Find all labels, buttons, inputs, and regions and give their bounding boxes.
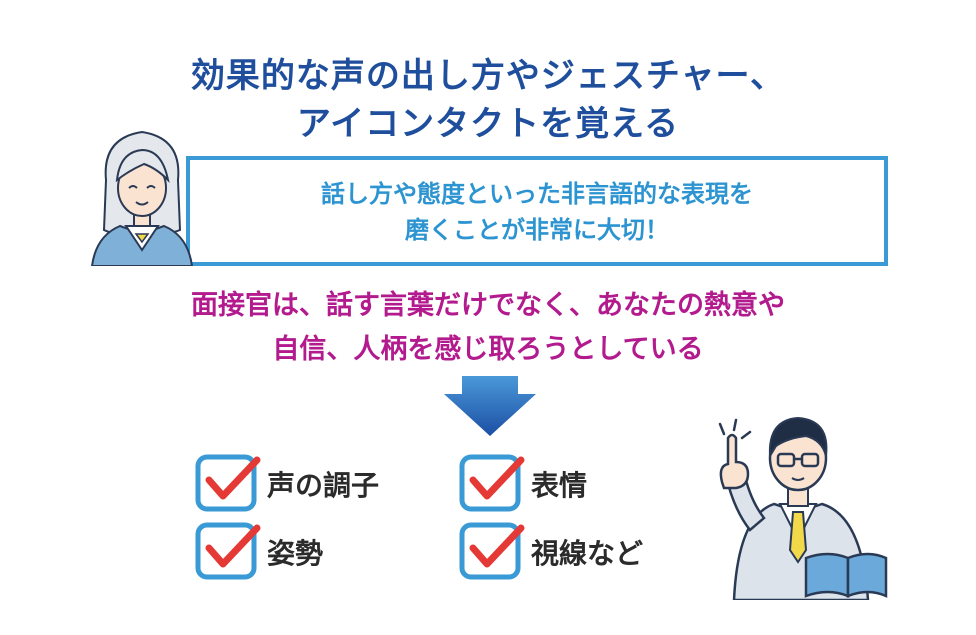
checklist-label: 視線など	[531, 537, 644, 570]
message-text: 面接官は、話す言葉だけでなく、あなたの熱意や 自信、人柄を感じ取ろうとしている	[0, 284, 976, 372]
checkbox-checked-icon	[195, 522, 261, 580]
title-line-1: 効果的な声の出し方やジェスチャー、	[190, 56, 786, 96]
title-line-2: アイコンタクトを覚える	[296, 104, 680, 144]
checklist-label: 表情	[531, 469, 588, 502]
checkbox-checked-icon	[459, 454, 525, 512]
man-pointing-illustration	[718, 416, 888, 600]
callout-box: 話し方や態度といった非言語的な表現を 磨くことが非常に大切！	[186, 156, 888, 266]
callout-text: 話し方や態度といった非言語的な表現を 磨くことが非常に大切！	[190, 176, 884, 248]
message-line-2: 自信、人柄を感じ取ろうとしている	[272, 334, 704, 365]
checklist-label: 姿勢	[267, 537, 324, 570]
checkbox-checked-icon	[459, 522, 525, 580]
checkbox-checked-icon	[195, 454, 261, 512]
woman-illustration	[90, 130, 194, 266]
page-title: 効果的な声の出し方やジェスチャー、 アイコンタクトを覚える	[0, 52, 976, 148]
down-arrow-icon	[444, 376, 536, 436]
callout-line-2: 磨くことが非常に大切！	[405, 216, 669, 244]
message-line-1: 面接官は、話す言葉だけでなく、あなたの熱意や	[191, 290, 785, 321]
callout-line-1: 話し方や態度といった非言語的な表現を	[321, 180, 753, 208]
checklist-label: 声の調子	[267, 469, 380, 502]
